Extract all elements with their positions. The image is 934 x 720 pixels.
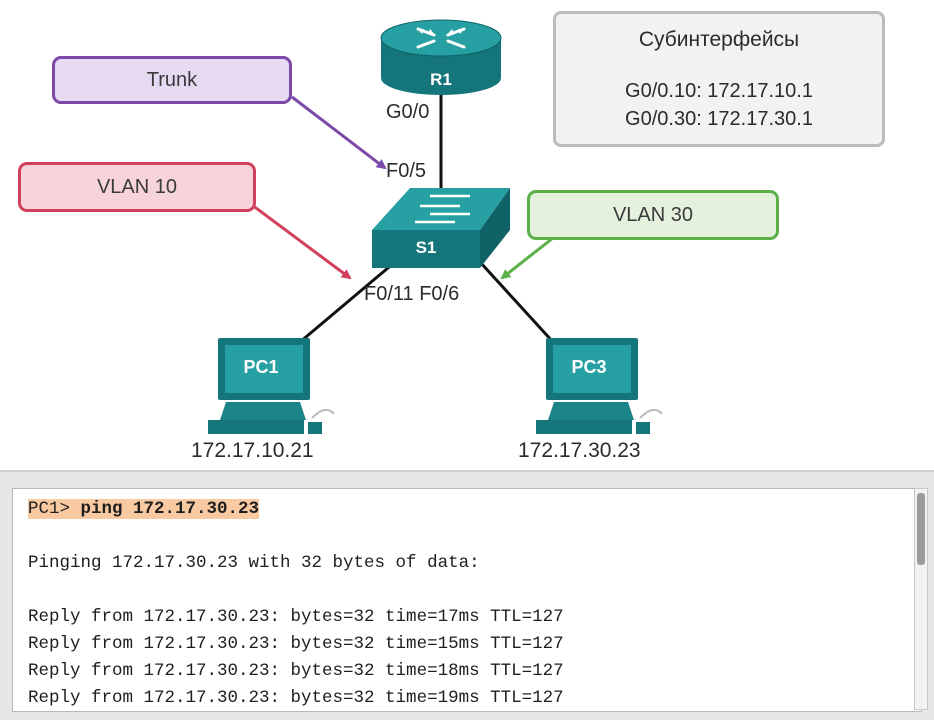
terminal-line: Reply from 172.17.30.23: bytes=32 time=1… [28, 634, 564, 654]
terminal-output[interactable]: PC1> ping 172.17.30.23 Pinging 172.17.30… [12, 488, 922, 712]
switch-access-ports-label: F0/11 F0/6 [364, 283, 460, 305]
subinterface-line: G0/0.10: 172.17.10.1 [625, 80, 813, 102]
vlan30-callout: VLAN 30 [527, 190, 779, 240]
switch-uplink-port-label: F0/5 [386, 160, 427, 182]
link-s1-pc1 [299, 260, 396, 344]
router-port-label: G0/0 [386, 101, 430, 123]
trunk-arrow [291, 95, 387, 170]
vlan10-callout: VLAN 10 [18, 162, 256, 212]
pc3-ip-label: 172.17.30.23 [518, 439, 641, 462]
pc3-icon [536, 338, 663, 434]
vlan30-arrow [500, 236, 554, 280]
terminal-line: Pinging 172.17.30.23 with 32 bytes of da… [28, 553, 480, 573]
pc3-name: PC3 [571, 357, 607, 377]
terminal-command: ping 172.17.30.23 [80, 499, 260, 519]
subinterfaces-title: Субинтерфейсы [638, 28, 800, 51]
terminal-line: Reply from 172.17.30.23: bytes=32 time=1… [28, 688, 564, 708]
terminal-scrollbar[interactable] [914, 488, 928, 710]
vlan10-arrow [251, 203, 352, 280]
link-s1-pc3 [478, 260, 555, 344]
switch-s1-icon [372, 188, 510, 268]
switch-name: S1 [415, 238, 437, 257]
router-name: R1 [430, 70, 452, 89]
router-r1-icon [380, 19, 502, 95]
trunk-callout: Trunk [52, 56, 292, 104]
terminal-command-line: PC1> ping 172.17.30.23 [28, 499, 260, 519]
terminal-command-highlight: PC1> ping 172.17.30.23 [28, 499, 260, 519]
pc1-name: PC1 [243, 357, 279, 377]
terminal-prompt: PC1> [28, 499, 71, 519]
pc1-ip-label: 172.17.10.21 [191, 439, 314, 462]
terminal-line: Reply from 172.17.30.23: bytes=32 time=1… [28, 607, 564, 627]
pc1-icon [208, 338, 335, 434]
subinterface-line: G0/0.30: 172.17.30.1 [625, 108, 813, 130]
terminal-scrollbar-thumb[interactable] [917, 493, 925, 565]
terminal-line: Reply from 172.17.30.23: bytes=32 time=1… [28, 661, 564, 681]
subinterfaces-box: Субинтерфейсы G0/0.10: 172.17.10.1 G0/0.… [553, 11, 885, 147]
topology-diagram [208, 19, 663, 434]
